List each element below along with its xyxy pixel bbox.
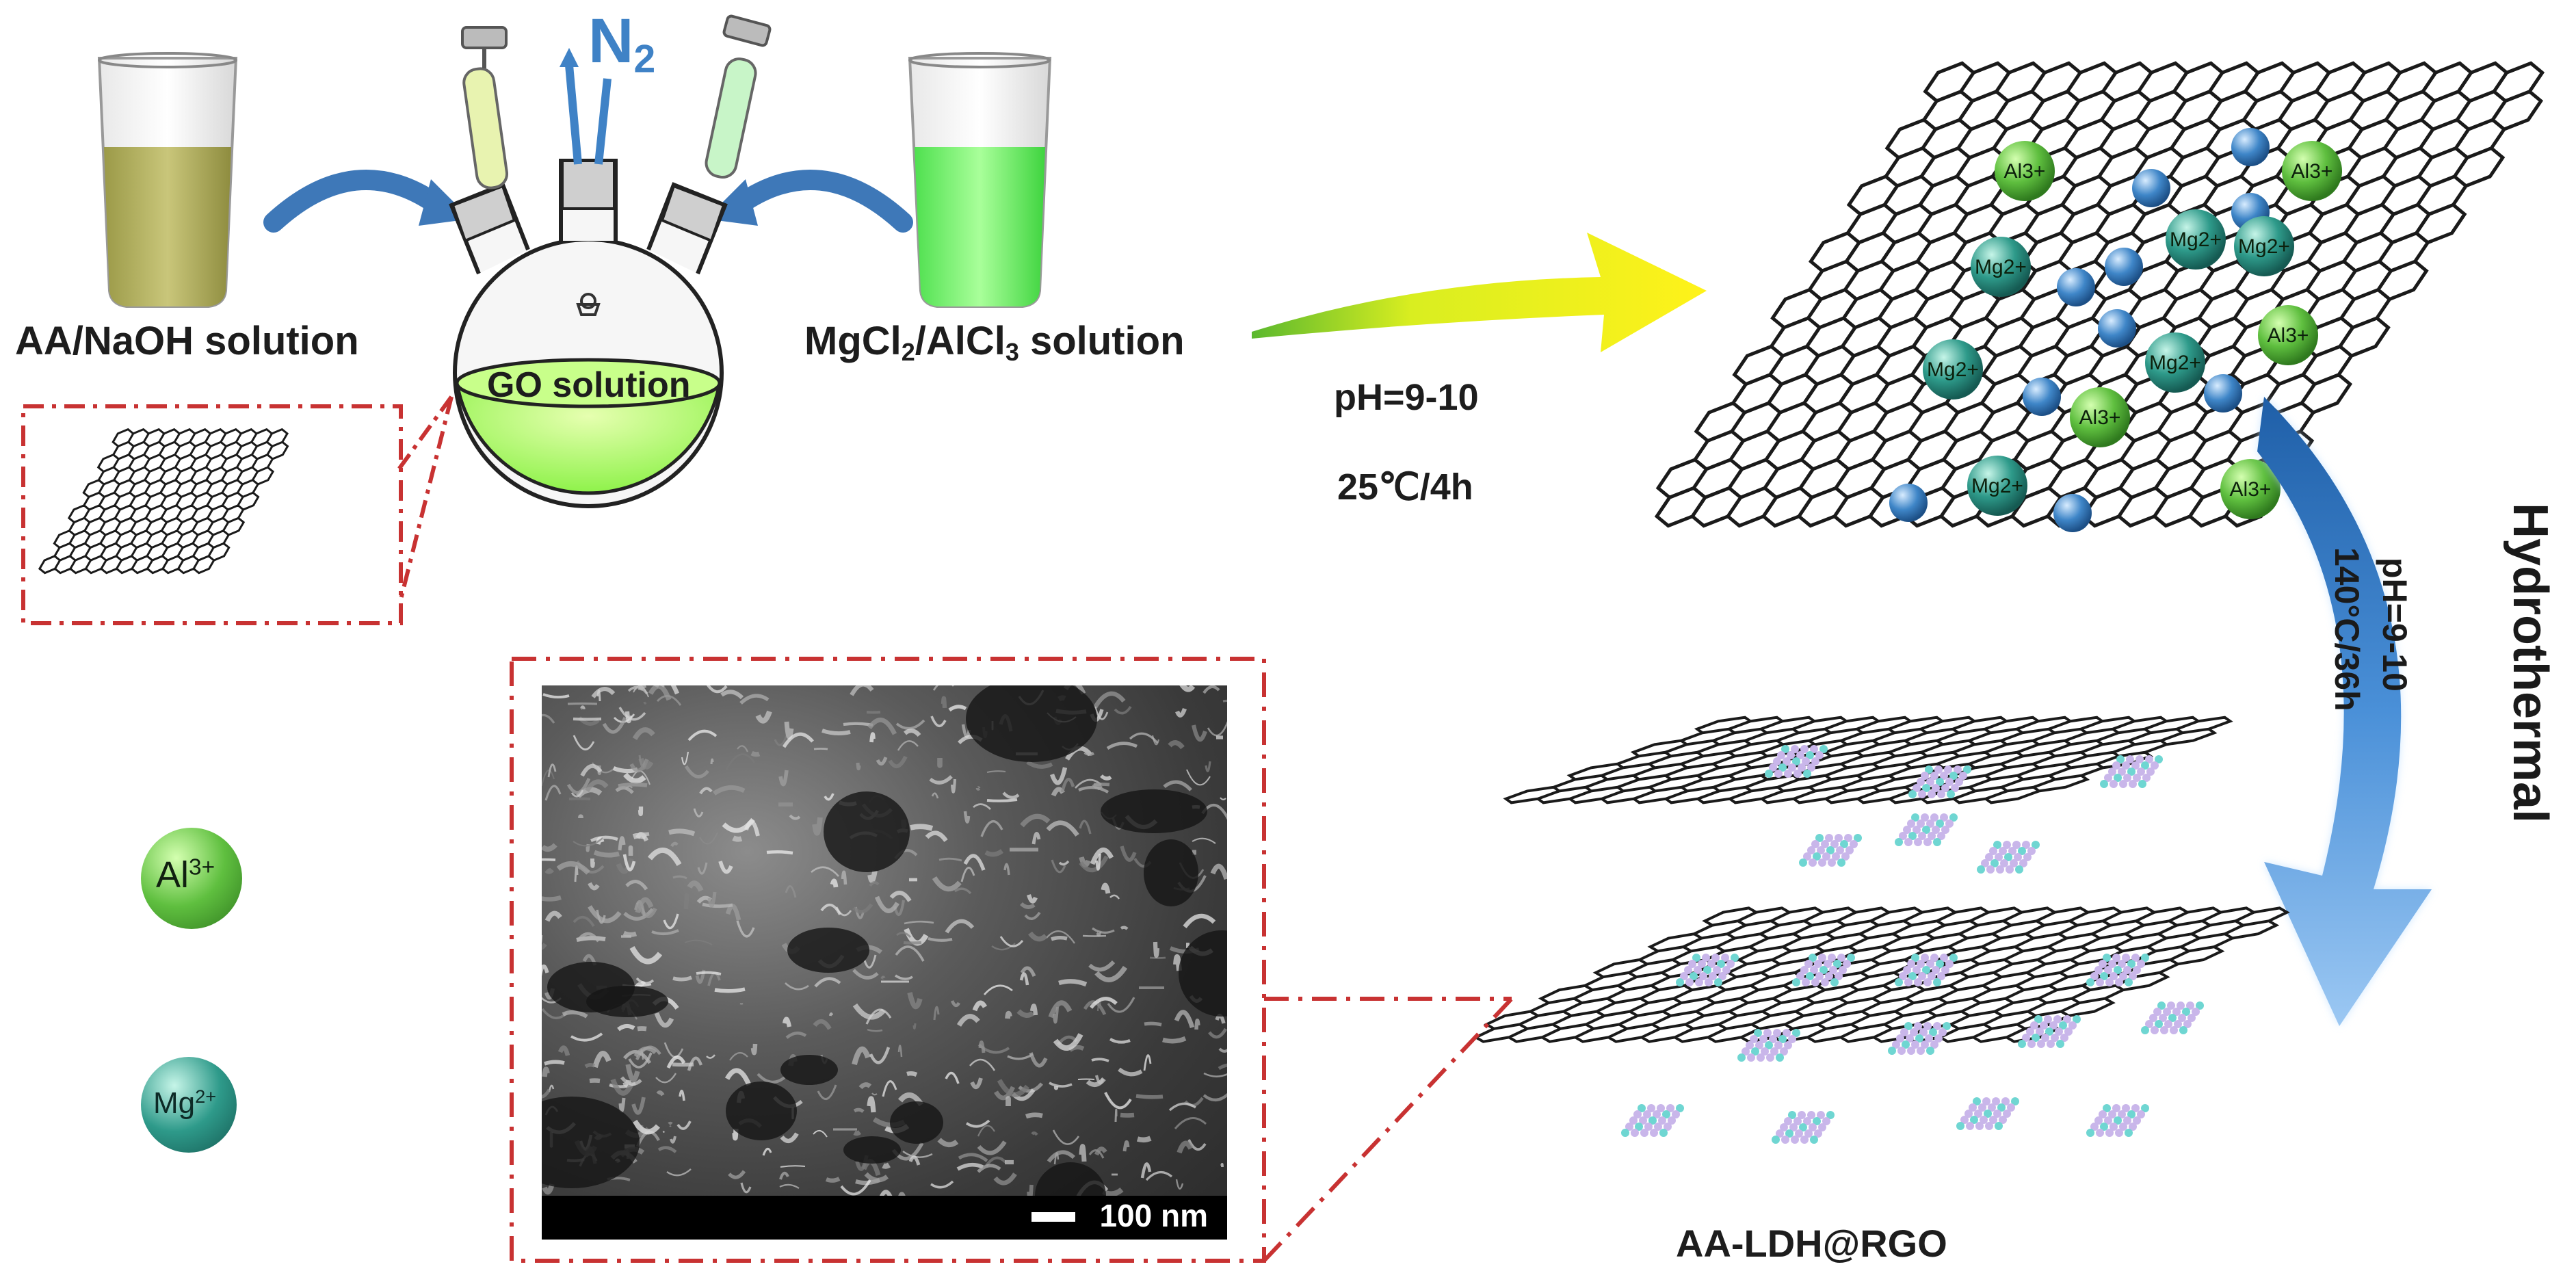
go-solution-label: GO solution: [487, 365, 691, 406]
legend-mg: Mg2+: [141, 1057, 237, 1153]
n2-label: N2: [588, 5, 655, 81]
anion: [2132, 169, 2170, 207]
anion: [2231, 128, 2270, 166]
anion: [1889, 484, 1928, 522]
ion-label: Mg2+: [1971, 475, 2023, 497]
ion-label: Al3+: [2268, 324, 2309, 347]
three-neck-flask: [451, 161, 725, 506]
scale-mark: [1031, 1212, 1075, 1222]
anion: [2105, 248, 2143, 286]
go-sheet-inset: [21, 404, 404, 626]
hydrothermal-label: Hydrothermal: [2502, 503, 2558, 823]
aa-naoh-beaker: [99, 53, 236, 306]
anion: [2023, 378, 2061, 416]
aa-naoh-label: AA/NaOH solution: [15, 318, 359, 364]
ph-condition-1: pH=9-10: [1334, 376, 1479, 419]
dropping-funnel-left: [462, 27, 509, 189]
ion-label: Mg2+: [2170, 228, 2222, 251]
ion-label: Al3+: [2291, 160, 2333, 183]
legend-al: Al3+: [141, 828, 242, 929]
anion: [2098, 309, 2136, 348]
ion-label: Al3+: [2004, 160, 2046, 183]
pour-arrow-right: [739, 180, 903, 222]
mgcl2-alcl3-beaker: [910, 53, 1050, 306]
scale-label: 100 nm: [1099, 1197, 1208, 1234]
pour-arrow-left: [274, 180, 438, 222]
temp-condition-1: 25℃/4h: [1337, 465, 1473, 508]
scale-bar: 100 nm: [542, 1196, 1227, 1240]
anion: [2057, 268, 2095, 306]
temp-condition-2: 140°C/36h: [2327, 547, 2367, 711]
sem-micrograph: 100 nm: [542, 685, 1227, 1240]
ion-label: Mg2+: [1927, 358, 1979, 381]
ion-label: Mg2+: [2149, 352, 2201, 374]
ion-label: Mg2+: [1975, 256, 2027, 278]
anion: [2053, 494, 2092, 532]
ph-condition-2: pH=9-10: [2375, 558, 2415, 692]
ion-label: Al3+: [2079, 406, 2121, 429]
dropping-funnel-right: [704, 15, 771, 179]
mgcl2-alcl3-label: MgCl2/AlCl3 solution: [804, 318, 1185, 367]
ion-label: Mg2+: [2238, 235, 2290, 258]
